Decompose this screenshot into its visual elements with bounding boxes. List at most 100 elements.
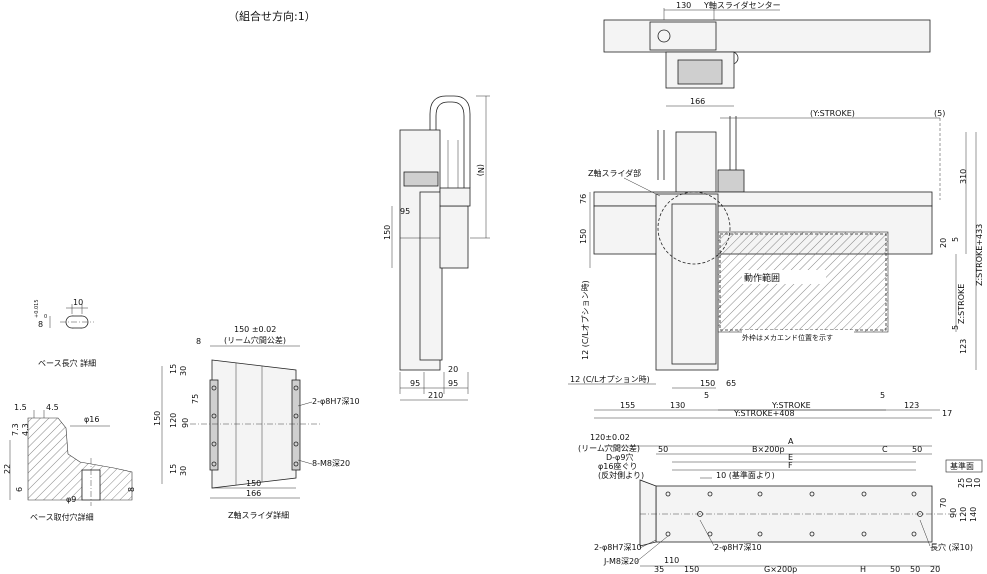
front-dim-5c: 5 bbox=[704, 391, 709, 400]
front-view: 動作範囲 外枠はメカエンド位置を示す (Y:STROKE) (5) Z軸スライダ… bbox=[568, 109, 984, 419]
bottom-dim-counterbore: φ16座ぐり bbox=[598, 461, 637, 471]
side-dim-210: 210 bbox=[428, 391, 443, 400]
bottom-dim-10b: 10 bbox=[973, 478, 982, 488]
front-dim-76: 76 bbox=[579, 194, 588, 204]
bottom-ref-face: 基準面 bbox=[950, 461, 974, 471]
front-dim-y-stroke-408: Y:STROKE+408 bbox=[733, 409, 795, 418]
slot-dim-10: 10 bbox=[73, 298, 83, 307]
side-dim-95-left: 95 bbox=[410, 379, 420, 388]
zs-dim-150-tol: 150 ±0.02 bbox=[234, 325, 276, 334]
zs-dim-30b: 30 bbox=[179, 466, 188, 476]
bottom-dim-h: H bbox=[860, 565, 866, 574]
zs-dim-75: 75 bbox=[191, 394, 200, 404]
bottom-dim-120b: 120 bbox=[959, 507, 968, 522]
hole-dim-8: 8 bbox=[127, 487, 136, 492]
zs-dim-150-bottom: 150 bbox=[246, 479, 261, 488]
hole-dim-4-5: 4.5 bbox=[46, 403, 59, 412]
bottom-dim-70: 70 bbox=[939, 498, 948, 508]
bottom-dim-a: A bbox=[788, 437, 794, 446]
bottom-dim-90: 90 bbox=[949, 508, 958, 518]
front-dim-20: 20 bbox=[939, 238, 948, 248]
bottom-dim-25: 25 bbox=[957, 478, 966, 488]
bottom-dim-120: 120±0.02 bbox=[590, 433, 630, 442]
slot-dim-8-lower: 0 bbox=[44, 314, 47, 320]
hole-dim-7-3: 7.3 bbox=[11, 423, 20, 436]
base-hole-detail: 1.5 4.5 7.3 4.3 φ16 22 6 φ9 8 ベース取付穴詳細 bbox=[3, 403, 136, 522]
zs-dim-8: 8 bbox=[196, 337, 201, 346]
base-slot-caption: ベース長穴 詳細 bbox=[38, 358, 96, 368]
front-dim-5-top: (5) bbox=[934, 109, 945, 118]
bottom-callout-slot: 長穴 (深10) bbox=[930, 542, 973, 552]
front-dim-155: 155 bbox=[620, 401, 635, 410]
zs-callout-reamer: 2-φ8H7深10 bbox=[312, 397, 360, 406]
side-dim-150: 150 bbox=[383, 225, 392, 240]
top-dim-130: 130 bbox=[676, 1, 691, 10]
bottom-dim-140: 140 bbox=[969, 507, 978, 522]
bottom-callout-reamer-left: 2-φ8H7深10 bbox=[594, 543, 642, 552]
zs-dim-15a: 15 bbox=[169, 364, 178, 374]
zs-dim-15b: 15 bbox=[169, 464, 178, 474]
bottom-dim-50d: 50 bbox=[910, 565, 920, 574]
side-dim-n: (N) bbox=[476, 164, 485, 176]
front-dim-123: 123 bbox=[959, 339, 968, 354]
bottom-dim-f: F bbox=[788, 461, 793, 470]
base-slot-detail: 10 8 0 +0.015 ベース長穴 詳細 bbox=[34, 298, 96, 368]
side-dim-95-top: 95 bbox=[400, 207, 410, 216]
slot-dim-8: 8 bbox=[38, 320, 43, 329]
front-motion-range: 動作範囲 bbox=[744, 272, 780, 284]
front-dim-130: 130 bbox=[670, 401, 685, 410]
side-view: (N) 150 95 20 95 95 210 bbox=[383, 95, 490, 401]
front-dim-65: 65 bbox=[726, 379, 736, 388]
bottom-dim-ream-note: (リーム穴間公差) bbox=[578, 443, 640, 453]
hole-dim-22: 22 bbox=[3, 464, 12, 474]
bottom-dim-10a: 10 bbox=[965, 478, 974, 488]
bottom-dim-20: 20 bbox=[930, 565, 940, 574]
top-dim-166: 166 bbox=[690, 97, 705, 106]
front-dim-17: 17 bbox=[942, 409, 952, 418]
bottom-dim-110: 110 bbox=[664, 556, 679, 565]
front-dim-310: 310 bbox=[959, 169, 968, 184]
front-dim-z-stroke: Z:STROKE bbox=[957, 284, 966, 324]
hole-dim-1-5: 1.5 bbox=[14, 403, 27, 412]
zs-dim-ream-note: (リーム穴間公差) bbox=[224, 335, 286, 345]
bottom-dim-g: G×200p bbox=[764, 565, 797, 574]
bottom-dim-35: 35 bbox=[654, 565, 664, 574]
front-y-stroke-top: (Y:STROKE) bbox=[810, 109, 855, 118]
bottom-dim-50a: 50 bbox=[658, 445, 668, 454]
zs-dim-120: 120 bbox=[169, 413, 178, 428]
front-dim-150: 150 bbox=[579, 229, 588, 244]
top-dim-y-center: Y軸スライダセンター bbox=[703, 0, 781, 10]
front-dim-cl-vertical: 12 (C/Lオプション時) bbox=[581, 280, 590, 360]
hole-dim-phi9: φ9 bbox=[66, 495, 76, 504]
z-slider-detail: 8 150 ±0.02 (リーム穴間公差) 15 30 75 150 120 9… bbox=[153, 325, 360, 520]
bottom-dim-opposite: (反対側より) bbox=[598, 470, 644, 480]
hole-dim-4-3: 4.3 bbox=[21, 423, 30, 436]
zs-dim-166: 166 bbox=[246, 489, 261, 498]
slot-dim-8-upper: +0.015 bbox=[34, 299, 40, 318]
hole-dim-6: 6 bbox=[15, 487, 24, 492]
side-dim-95-right: 95 bbox=[448, 379, 458, 388]
front-dim-123b: 123 bbox=[904, 401, 919, 410]
front-z-slider-label: Z軸スライダ部 bbox=[588, 168, 641, 178]
bottom-view: 120±0.02 (リーム穴間公差) A 50 B×200p C 50 D-φ9… bbox=[578, 433, 983, 574]
bottom-dim-e: E bbox=[788, 453, 793, 462]
zs-dim-90: 90 bbox=[181, 418, 190, 428]
hole-dim-phi16: φ16 bbox=[84, 415, 99, 424]
front-dim-cl-horizontal: 12 (C/Lオプション時) bbox=[570, 375, 650, 384]
zs-dim-150: 150 bbox=[153, 411, 162, 426]
front-dim-5a: 5 bbox=[951, 237, 960, 242]
front-mech-end-note: 外枠はメカエンド位置を示す bbox=[742, 333, 833, 342]
bottom-callout-tap: J-M8深20 bbox=[603, 557, 639, 566]
side-dim-20: 20 bbox=[448, 365, 458, 374]
front-dim-150b: 150 bbox=[700, 379, 715, 388]
bottom-dim-10-ref: 10 (基準面より) bbox=[716, 470, 775, 480]
bottom-dim-d-holes: D-φ9穴 bbox=[606, 452, 633, 462]
bottom-dim-c: C bbox=[882, 445, 888, 454]
bottom-dim-150: 150 bbox=[684, 565, 699, 574]
front-dim-z-stroke-433: Z:STROKE+433 bbox=[975, 224, 984, 286]
drawing-title: （組合せ方向:1） bbox=[228, 9, 316, 23]
front-dim-5b: 5 bbox=[951, 325, 960, 330]
base-hole-caption: ベース取付穴詳細 bbox=[30, 512, 94, 522]
zs-callout-tap: 8-M8深20 bbox=[312, 459, 350, 468]
